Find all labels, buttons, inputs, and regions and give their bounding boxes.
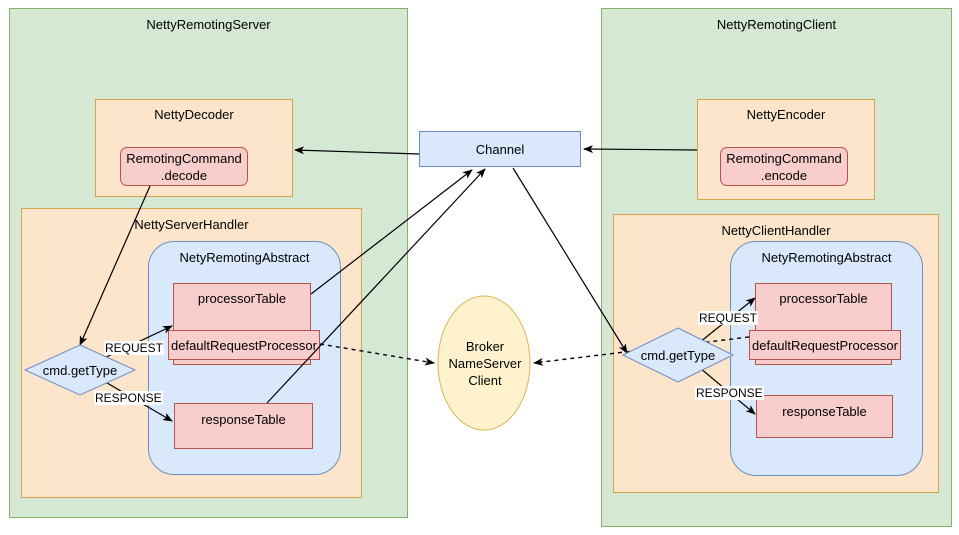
broker-label: Broker NameServer Client bbox=[440, 336, 530, 390]
client-response-table: responseTable bbox=[756, 395, 893, 438]
broker-line3: Client bbox=[468, 372, 502, 388]
broker-line2: NameServer bbox=[448, 355, 522, 371]
encoder-title: NettyEncoder bbox=[746, 107, 826, 122]
decoder-title: NettyDecoder bbox=[154, 107, 234, 122]
server-request-label: REQUEST bbox=[104, 341, 165, 355]
decode-command-line1: RemotingCommand bbox=[126, 150, 242, 166]
encode-command-line2: .encode bbox=[760, 167, 808, 183]
client-processor-table-label: processorTable bbox=[779, 291, 868, 306]
channel-box: Channel bbox=[419, 131, 581, 167]
channel-label: Channel bbox=[475, 141, 525, 157]
encode-command: RemotingCommand .encode bbox=[720, 147, 848, 186]
server-decision-label: cmd.getType bbox=[42, 362, 118, 378]
server-title: NettyRemotingServer bbox=[146, 17, 271, 32]
decode-command-line2: .decode bbox=[160, 167, 208, 183]
client-decision-label: cmd.getType bbox=[640, 347, 716, 363]
server-response-table-label: responseTable bbox=[201, 412, 286, 427]
server-processor-table-label: processorTable bbox=[197, 291, 287, 306]
client-title: NettyRemotingClient bbox=[716, 17, 837, 32]
server-default-processor: defaultRequestProcessor bbox=[168, 330, 320, 360]
client-request-label: REQUEST bbox=[698, 311, 759, 325]
client-default-processor-label: defaultRequestProcessor bbox=[752, 337, 898, 353]
server-handler-title: NettyServerHandler bbox=[134, 217, 249, 232]
broker-line1: Broker bbox=[465, 338, 505, 354]
server-response-label: RESPONSE bbox=[94, 391, 163, 405]
client-response-label: RESPONSE bbox=[695, 386, 764, 400]
server-default-processor-label: defaultRequestProcessor bbox=[171, 337, 317, 353]
client-default-processor: defaultRequestProcessor bbox=[749, 330, 901, 360]
server-response-table: responseTable bbox=[174, 403, 313, 449]
client-response-table-label: responseTable bbox=[782, 404, 867, 419]
client-abstract-title: NetyRemotingAbstract bbox=[761, 250, 892, 265]
server-abstract-title: NetyRemotingAbstract bbox=[179, 250, 310, 265]
encode-command-line1: RemotingCommand bbox=[726, 150, 842, 166]
client-handler-title: NettyClientHandler bbox=[721, 223, 831, 238]
decode-command: RemotingCommand .decode bbox=[120, 147, 248, 186]
